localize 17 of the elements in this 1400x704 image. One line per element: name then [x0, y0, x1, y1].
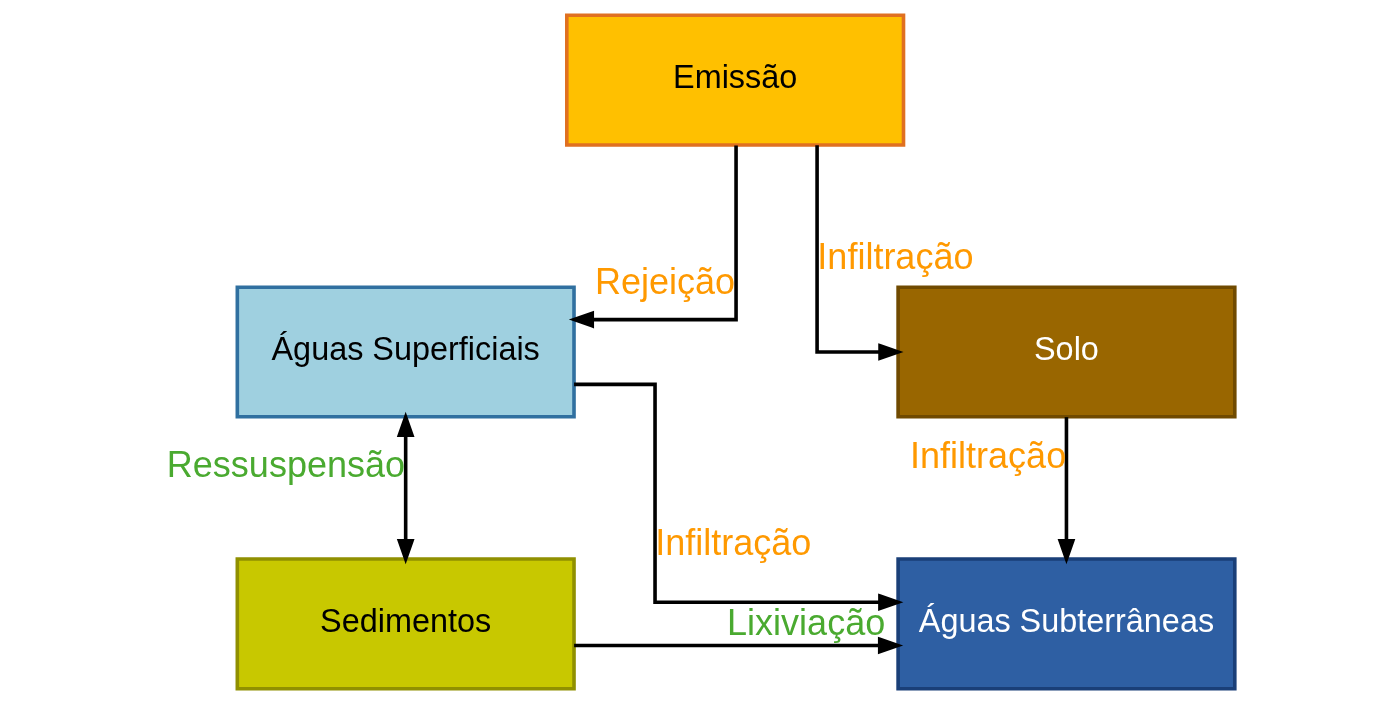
edge-label: Infiltração: [816, 236, 973, 278]
edge-label: Lixiviação: [726, 601, 885, 643]
node-box: Águas Superficiais: [235, 285, 576, 419]
arrow: [573, 382, 903, 612]
arrow: [1057, 417, 1075, 565]
node-box: Águas Subterrâneas: [895, 557, 1237, 691]
node-box: Sedimentos: [235, 557, 576, 691]
edge-label: Infiltração: [654, 521, 811, 563]
arrow: [396, 411, 414, 565]
node-box: Emissão: [564, 13, 905, 147]
arrow: [573, 636, 903, 655]
node-box: Solo: [895, 285, 1237, 419]
edge-label: Rejeição: [594, 260, 735, 302]
edge-label: Ressuspensão: [166, 444, 405, 486]
edge-label: Infiltração: [909, 435, 1066, 477]
arrow: [568, 145, 738, 329]
arrow: [814, 145, 903, 361]
